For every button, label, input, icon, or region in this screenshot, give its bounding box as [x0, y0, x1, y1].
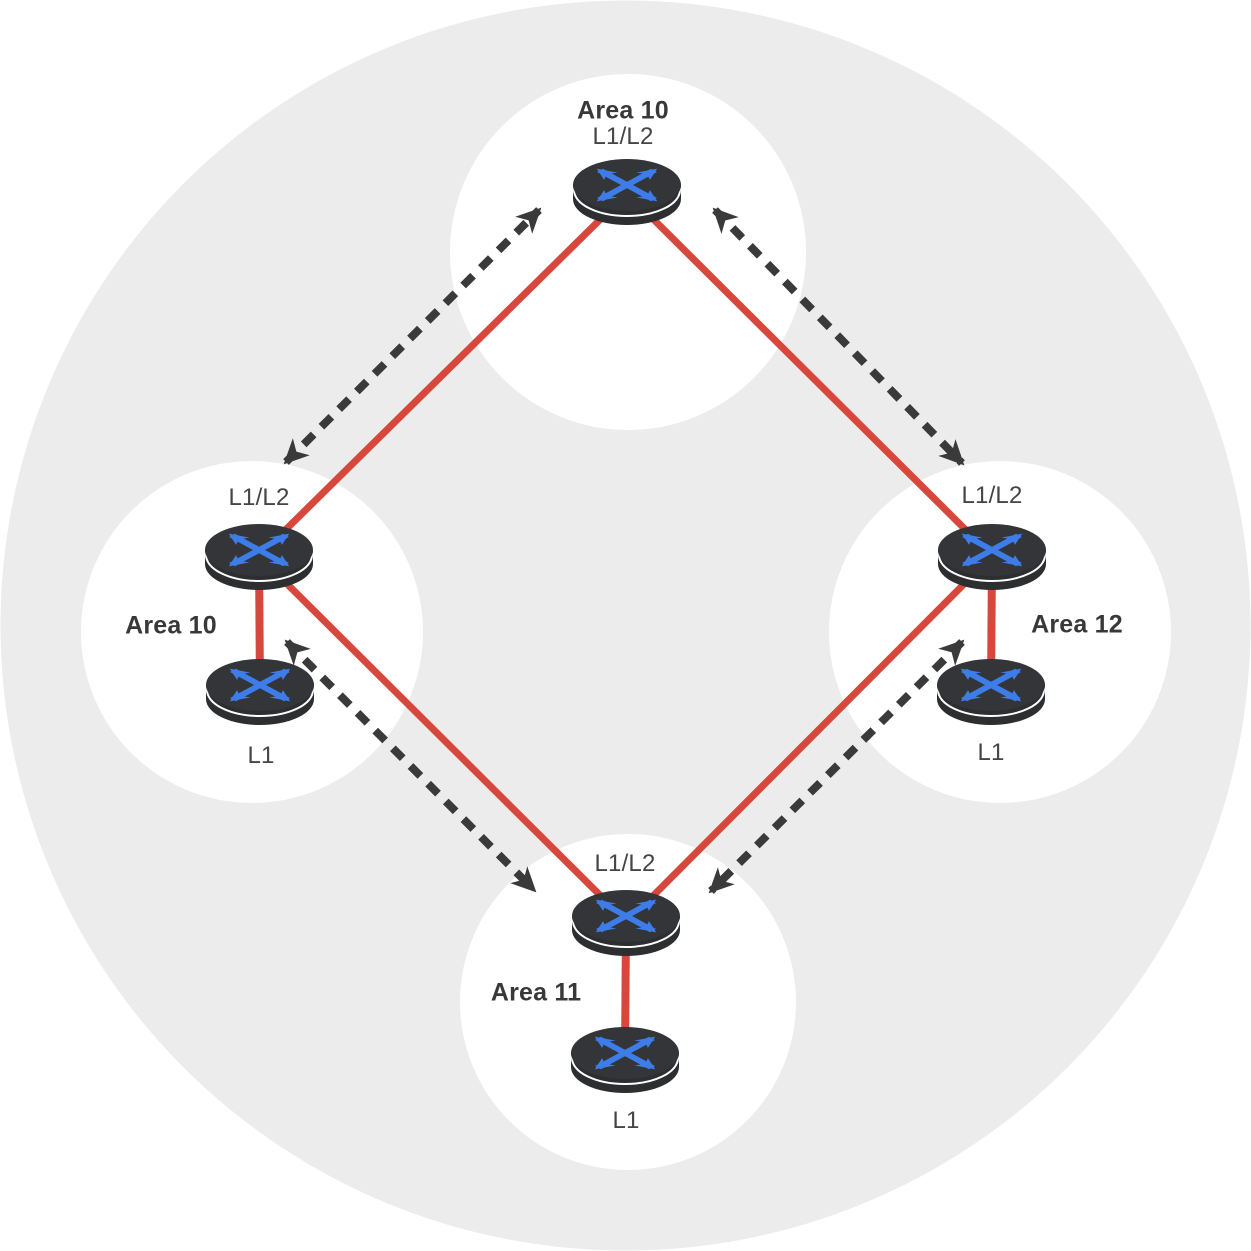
router-label-right-l1: L1	[977, 739, 1005, 766]
router-icon-right-l1	[937, 659, 1045, 725]
adjacency-arrow-upper-right	[712, 207, 965, 466]
area-name-top: Area 10	[577, 96, 669, 125]
router-label-top-l1l2: L1/L2	[592, 123, 654, 150]
adjacency-arrow-lower-left	[284, 639, 537, 893]
router-icon-left-l1	[206, 659, 314, 725]
router-icon-right-l1l2	[938, 524, 1046, 590]
area-name-right: Area 12	[1031, 610, 1123, 639]
router-icon-bottom-l1	[571, 1027, 679, 1093]
router-icon-left-l1l2	[205, 524, 313, 590]
router-label-left-l1: L1	[247, 742, 275, 769]
area-name-bottom: Area 11	[490, 978, 582, 1007]
router-label-bottom-l1l2: L1/L2	[594, 850, 656, 877]
adjacency-arrows	[283, 207, 965, 894]
router-icon-top-l1l2	[573, 159, 681, 225]
router-label-right-l1l2: L1/L2	[961, 482, 1023, 509]
router-icon-bottom-l1l2	[572, 890, 680, 956]
adjacency-arrow-lower-right	[708, 639, 965, 894]
area-name-left: Area 10	[125, 611, 217, 640]
adjacency-arrow-upper-left	[283, 207, 542, 465]
router-label-bottom-l1: L1	[612, 1107, 640, 1134]
router-label-left-l1l2: L1/L2	[228, 484, 290, 511]
